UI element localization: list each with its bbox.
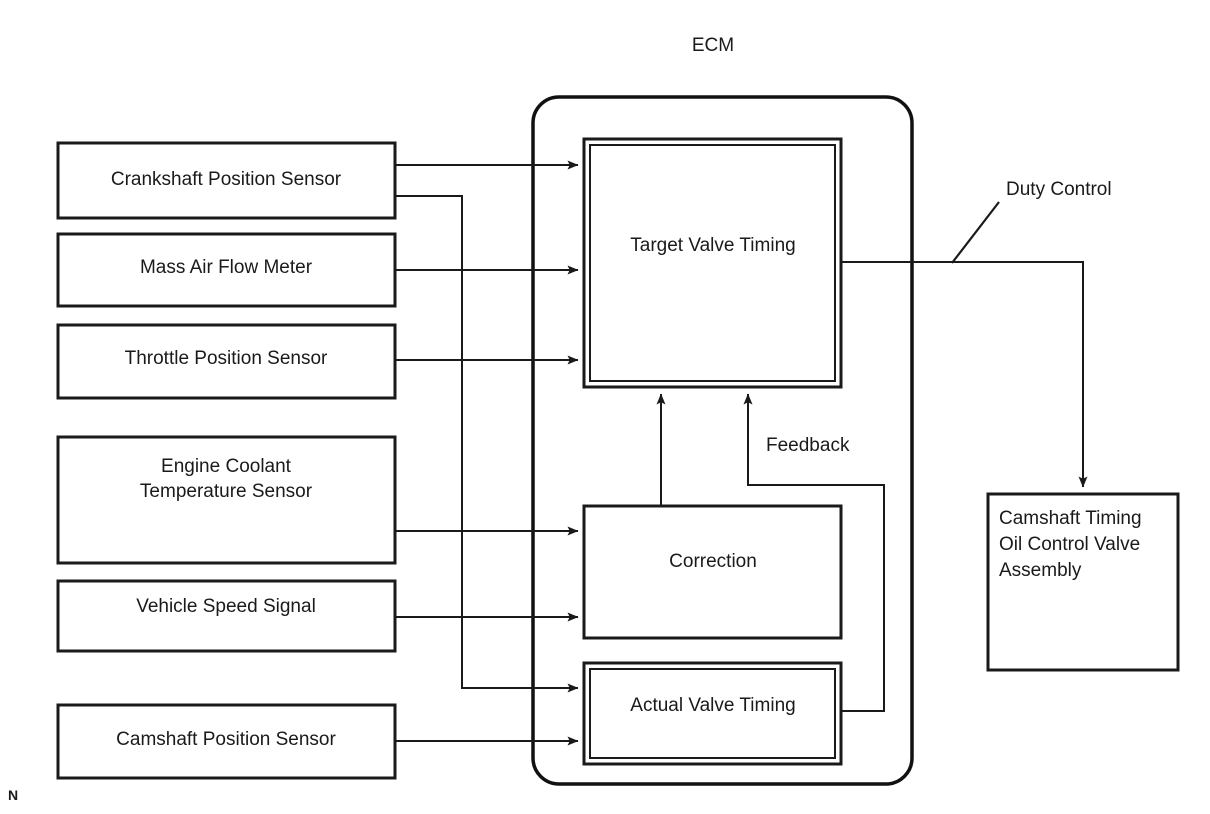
sensor-label: Throttle Position Sensor xyxy=(125,348,328,369)
sensor-label: Vehicle Speed Signal xyxy=(136,596,316,617)
sensor-label: Crankshaft Position Sensor xyxy=(111,169,342,190)
sensor-label: Mass Air Flow Meter xyxy=(140,257,313,278)
actuator-camshaft-timing-oil-control-valve-assembly[interactable]: Camshaft Timing Oil Control Valve Assemb… xyxy=(986,492,1180,672)
block-label: Correction xyxy=(669,551,757,572)
link-crankshaft-to-actual-valve-timing xyxy=(395,195,579,693)
block-actual-valve-timing[interactable]: Actual Valve Timing xyxy=(582,661,843,766)
link-duty-control-to-actuator xyxy=(841,261,1088,488)
block-label: Target Valve Timing xyxy=(630,235,795,256)
sensor-label-line2: Temperature Sensor xyxy=(140,481,313,502)
actuator-label-line1: Camshaft Timing xyxy=(999,508,1142,529)
ecm-title-label: ECM xyxy=(692,35,734,56)
block-label: Actual Valve Timing xyxy=(630,695,795,716)
sensor-label-line1: Engine Coolant xyxy=(161,456,292,477)
duty-control-label: Duty Control xyxy=(1006,179,1112,200)
actuator-label-line3: Assembly xyxy=(999,560,1082,581)
sensor-vehicle-speed-signal[interactable]: Vehicle Speed Signal xyxy=(56,579,397,653)
sensor-engine-coolant-temperature-sensor[interactable]: Engine Coolant Temperature Sensor xyxy=(56,435,397,565)
sensor-label: Camshaft Position Sensor xyxy=(116,729,336,750)
block-correction[interactable]: Correction xyxy=(582,504,843,640)
sensor-camshaft-position-sensor[interactable]: Camshaft Position Sensor xyxy=(56,703,397,780)
link-feedback-actual-to-target xyxy=(743,393,885,712)
feedback-label: Feedback xyxy=(766,435,850,456)
sensor-crankshaft-position-sensor[interactable]: Crankshaft Position Sensor xyxy=(56,141,397,220)
sensor-throttle-position-sensor[interactable]: Throttle Position Sensor xyxy=(56,323,397,400)
corner-marker: N xyxy=(8,787,18,803)
block-target-valve-timing[interactable]: Target Valve Timing xyxy=(582,137,843,389)
sensor-mass-air-flow-meter[interactable]: Mass Air Flow Meter xyxy=(56,232,397,308)
actuator-label-line2: Oil Control Valve xyxy=(999,534,1140,555)
duty-control-leader-line xyxy=(951,201,1000,264)
